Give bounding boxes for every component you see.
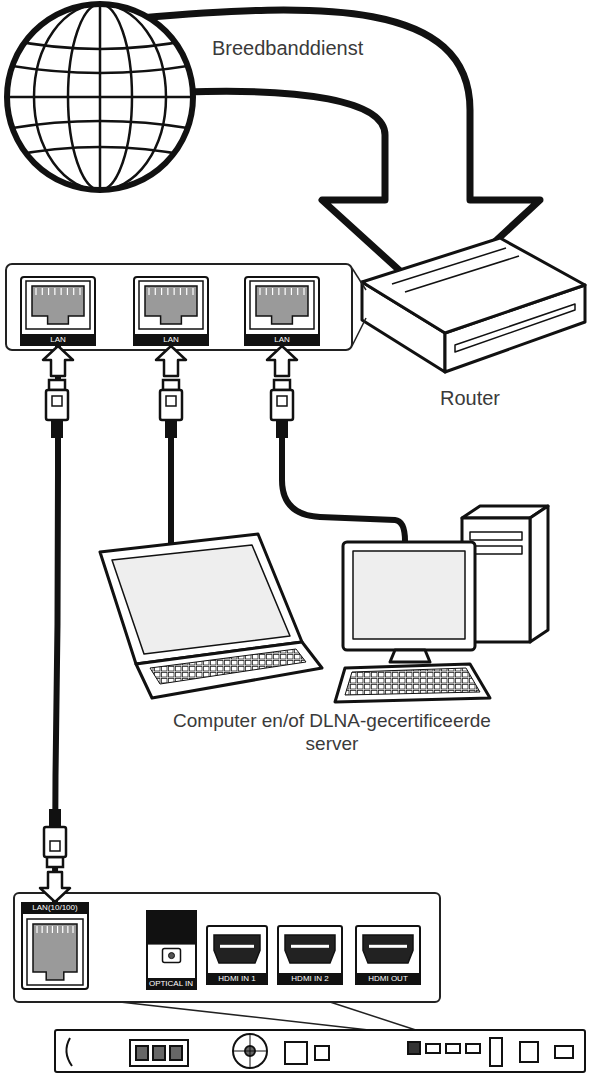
- port-label-strip: LAN: [244, 334, 320, 346]
- player-rear: [520, 1042, 538, 1062]
- desktop-computer: [470, 532, 522, 540]
- globe: [0, 147, 200, 158]
- network-cable: [282, 420, 405, 541]
- globe: [0, 64, 200, 73]
- cable-plug: [160, 380, 182, 438]
- player-rear: [250, 1034, 251, 1068]
- port-label-strip: LAN: [20, 334, 96, 346]
- port-socket: LAN: [244, 276, 320, 346]
- connector-panel: [14, 893, 440, 1002]
- port-label: LAN: [274, 335, 290, 344]
- port-socket: LAN(10/100): [21, 902, 89, 990]
- port-socket: HDMI IN 1: [206, 925, 268, 985]
- desktop-computer: [343, 542, 475, 650]
- laptop: [136, 642, 322, 698]
- player-rear: [66, 1038, 72, 1066]
- laptop: [100, 534, 322, 698]
- socket-drawing: [22, 903, 88, 989]
- player-rear: [136, 1046, 148, 1060]
- socket-drawing: [207, 926, 267, 984]
- port-socket: LAN: [20, 276, 96, 346]
- callout-line: [352, 318, 366, 346]
- player-rear: [170, 1046, 182, 1060]
- socket-drawing: [146, 910, 197, 989]
- plug-arrow: [156, 346, 297, 376]
- player-rear: [466, 1044, 480, 1053]
- globe: [0, 0, 200, 195]
- player-rear: [555, 1046, 573, 1058]
- cable-plug: [46, 380, 68, 438]
- callout-line: [352, 268, 366, 346]
- router: [362, 238, 585, 372]
- port-label-strip: OPTICAL IN: [146, 978, 197, 990]
- desktop-computer: [335, 506, 548, 702]
- port-label: LAN: [50, 335, 66, 344]
- lan-panel: [6, 264, 352, 350]
- port-label: OPTICAL IN: [149, 979, 193, 988]
- port-socket: OPTICAL IN: [146, 910, 197, 990]
- port-label: HDMI OUT: [368, 974, 408, 983]
- player-rear: [233, 1034, 267, 1068]
- player-rear: [55, 1030, 585, 1072]
- globe: [0, 38, 200, 49]
- laptop: [150, 649, 306, 684]
- socket-drawing: [134, 277, 208, 345]
- player-rear: [315, 1046, 329, 1060]
- player-rear: [446, 1044, 460, 1053]
- player-rear: [153, 1046, 165, 1060]
- laptop: [112, 545, 290, 654]
- port-label-strip: HDMI IN 2: [277, 973, 343, 985]
- port-label-strip: LAN(10/100): [21, 902, 89, 914]
- port-socket: HDMI OUT: [355, 925, 421, 985]
- desktop-computer: [530, 506, 548, 642]
- port-label-strip: HDMI IN 1: [206, 973, 268, 985]
- router: [405, 256, 519, 292]
- player-rear: [490, 1038, 502, 1066]
- globe: [0, 0, 200, 195]
- device-label: Router: [440, 386, 530, 410]
- socket-drawing: [278, 926, 342, 984]
- socket-drawing: [245, 277, 319, 345]
- port-label: LAN(10/100): [32, 903, 77, 912]
- cable-plug: [271, 380, 293, 438]
- desktop-computer: [345, 668, 480, 695]
- plug-arrow: [156, 346, 186, 376]
- player-rear: [285, 1042, 307, 1064]
- globe: [0, 121, 200, 130]
- callout-line: [352, 268, 366, 290]
- network-cable: [168, 420, 174, 544]
- laptop: [100, 534, 302, 664]
- desktop-computer: [390, 650, 430, 662]
- socket-drawing: [21, 902, 89, 990]
- service-label: Breedbanddienst: [212, 36, 412, 60]
- player-rear: [426, 1044, 440, 1053]
- port-label-strip: HDMI OUT: [355, 973, 421, 985]
- desktop-computer: [353, 551, 465, 639]
- broadband-arrow: [140, 10, 540, 300]
- port-label: HDMI IN 1: [218, 974, 255, 983]
- plug-arrow: [267, 346, 297, 376]
- port-socket: HDMI IN 2: [277, 925, 343, 985]
- desktop-computer: [335, 664, 490, 702]
- socket-drawing: [356, 926, 420, 984]
- device-label: Computer en/of DLNA-gecertificeerde serv…: [152, 710, 512, 756]
- port-socket: LAN: [133, 276, 209, 346]
- cable-plug: [44, 809, 66, 867]
- router: [455, 304, 575, 352]
- port-label-strip: LAN: [133, 334, 209, 346]
- port-label: LAN: [163, 335, 179, 344]
- player-rear: [130, 1040, 188, 1066]
- player-rear: [408, 1042, 420, 1054]
- network-cable: [171, 420, 405, 544]
- port-label: HDMI IN 2: [291, 974, 328, 983]
- globe: [0, 96, 200, 99]
- desktop-computer: [470, 546, 522, 554]
- player-rear: [55, 1030, 585, 1072]
- socket-drawing: [21, 277, 95, 345]
